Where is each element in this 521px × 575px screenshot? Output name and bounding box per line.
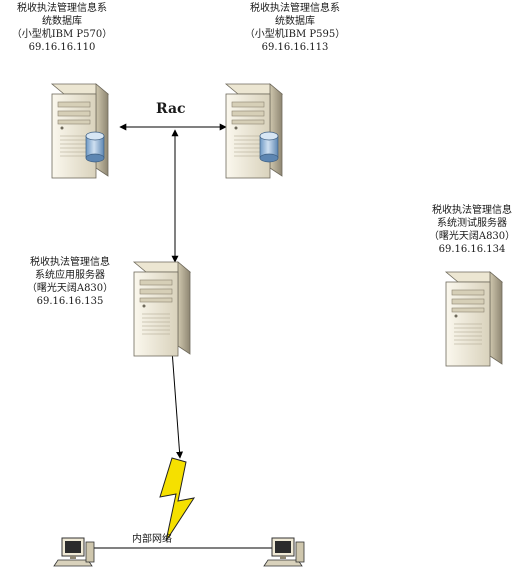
db-server-1-line-3: （小型机IBM P570）: [11, 29, 113, 40]
db-server-2-line-3: （小型机IBM P595）: [244, 29, 346, 40]
db-server-2-line-2: 统数据库: [275, 16, 315, 27]
db-server-2-icon: [225, 83, 283, 179]
app-server-line-2: 系统应用服务器: [35, 270, 105, 281]
test-server-line-2: 系统测试服务器: [437, 218, 507, 229]
db-server-2-label: 税收执法管理信息系 统数据库 （小型机IBM P595） 69.16.16.11…: [236, 2, 354, 54]
rac-label: Rac: [156, 101, 186, 117]
workstation-left-icon: [53, 537, 95, 567]
db-server-1-line-2: 统数据库: [42, 16, 82, 27]
db-server-1-line-1: 税收执法管理信息系: [17, 3, 107, 14]
internal-network-label: 内部网络: [132, 534, 172, 545]
workstation-right-icon: [263, 537, 305, 567]
lightning-icon: [159, 457, 196, 542]
test-server-line-1: 税收执法管理信息: [432, 205, 512, 216]
app-server-ip: 69.16.16.135: [36, 296, 104, 307]
db-server-1-ip: 69.16.16.110: [28, 42, 96, 53]
test-server-label: 税收执法管理信息 系统测试服务器 （曙光天阔A830） 69.16.16.134: [424, 204, 520, 256]
app-server-line-3: （曙光天阔A830）: [26, 283, 114, 294]
db-server-2-line-1: 税收执法管理信息系: [250, 3, 340, 14]
app-to-network-link-line: [171, 349, 184, 459]
db-server-2-ip: 69.16.16.113: [261, 42, 329, 53]
test-server-icon: [445, 271, 503, 367]
test-server-ip: 69.16.16.134: [438, 244, 506, 255]
app-server-label: 税收执法管理信息 系统应用服务器 （曙光天阔A830） 69.16.16.135: [20, 256, 120, 308]
db-server-1-icon: [51, 83, 109, 179]
test-server-line-3: （曙光天阔A830）: [428, 231, 516, 242]
app-server-icon: [133, 261, 191, 357]
db-server-1-label: 税收执法管理信息系 统数据库 （小型机IBM P570） 69.16.16.11…: [0, 2, 124, 54]
app-server-line-1: 税收执法管理信息: [30, 257, 110, 268]
